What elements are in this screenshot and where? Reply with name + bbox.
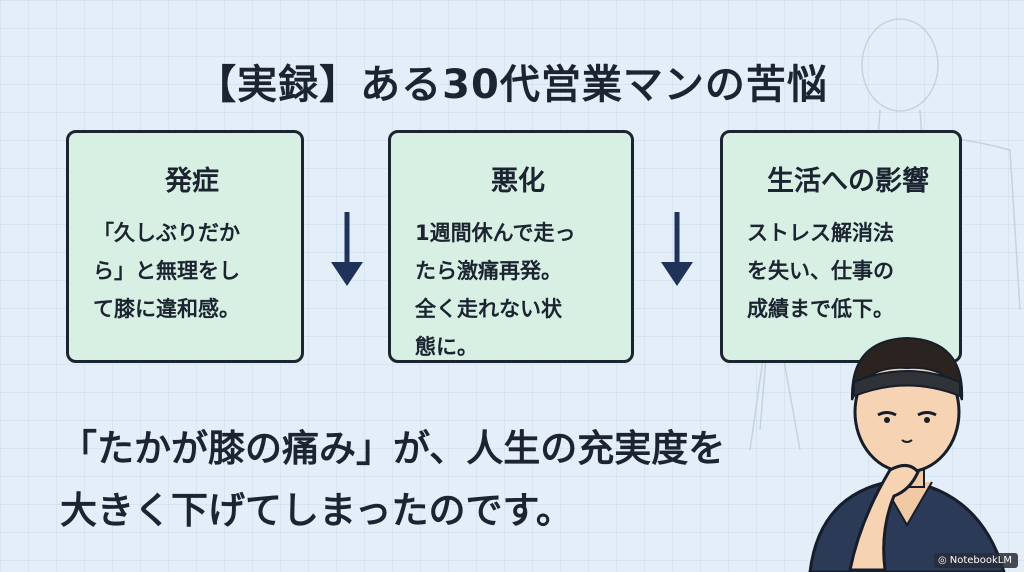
watermark-label: NotebookLM <box>949 555 1012 566</box>
notebooklm-watermark: ◎ NotebookLM <box>934 553 1018 568</box>
stage-description: 「久しぶりだか ら」と無理をし て膝に違和感。 <box>93 221 240 321</box>
stage-heading: 悪化 <box>491 166 545 197</box>
notebooklm-logo-icon: ◎ <box>938 555 947 566</box>
down-arrow-icon <box>331 212 363 286</box>
stage-description: ストレス解消法 を失い、仕事の 成績まで低下。 <box>747 221 894 321</box>
stage-card-worsening: 悪化 1週間休んで走っ たら激痛再発。 全く走れない状 態に。 <box>388 130 634 363</box>
thinking-man-illustration <box>808 336 1006 572</box>
down-arrow-icon <box>661 212 693 286</box>
stage-card-life-impact: 生活への影響 ストレス解消法 を失い、仕事の 成績まで低下。 <box>720 130 962 363</box>
stage-heading: 生活への影響 <box>767 166 929 197</box>
stage-heading: 発症 <box>165 166 219 197</box>
stage-description: 1週間休んで走っ たら激痛再発。 全く走れない状 態に。 <box>415 221 576 359</box>
stage-card-onset: 発症 「久しぶりだか ら」と無理をし て膝に違和感。 <box>66 130 304 363</box>
page-title: 【実録】ある30代営業マンの苦悩 <box>196 62 828 108</box>
conclusion-text: 「たかが膝の痛み」が、人生の充実度を 大きく下げてしまったのです。 <box>60 427 726 532</box>
